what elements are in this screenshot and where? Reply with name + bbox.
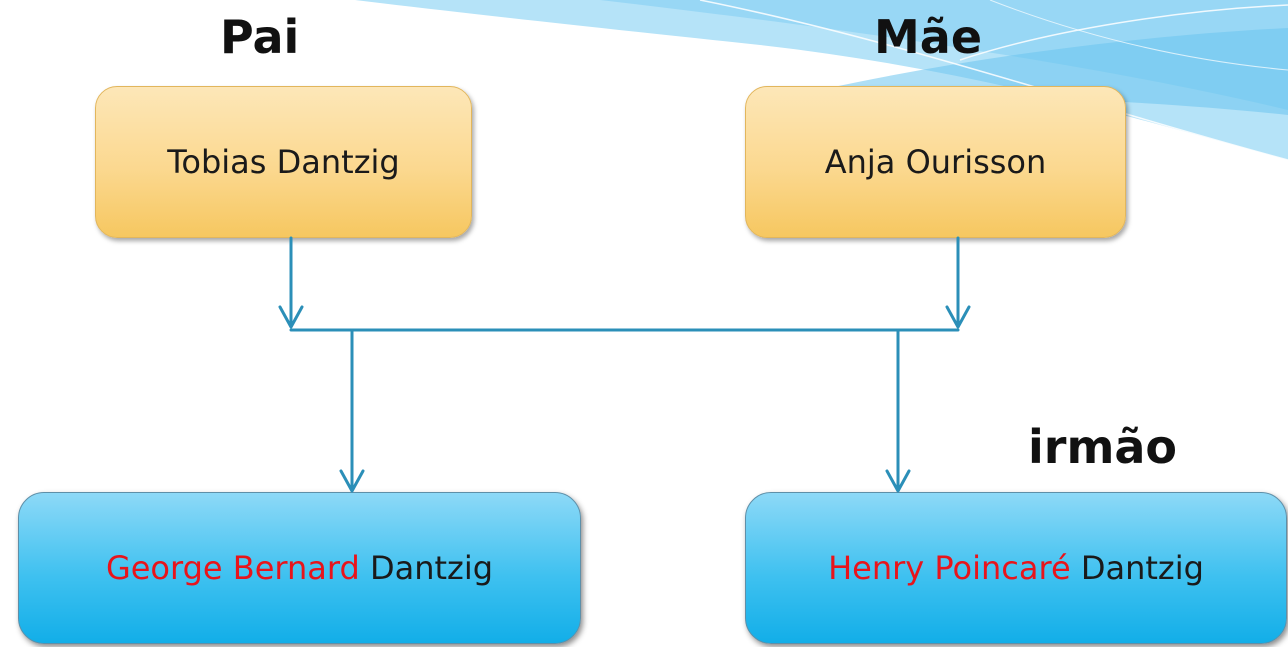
henry-given-name: Henry Poincaré	[828, 549, 1071, 587]
father-box: Tobias Dantzig	[95, 86, 472, 238]
mother-name: Anja Ourisson	[824, 143, 1047, 181]
mother-arrowhead	[945, 305, 971, 329]
henry-arrowhead	[885, 469, 911, 493]
george-surname: Dantzig	[369, 549, 494, 587]
father-label: Pai	[220, 10, 300, 64]
mother-box: Anja Ourisson	[745, 86, 1126, 238]
henry-name: Henry Poincaré Dantzig	[828, 549, 1204, 587]
george-box: George Bernard Dantzig	[18, 492, 581, 644]
henry-box: Henry Poincaré Dantzig	[745, 492, 1287, 644]
george-arrowhead	[339, 469, 365, 493]
george-given-name: George Bernard	[105, 549, 360, 587]
henry-surname: Dantzig	[1080, 549, 1204, 587]
father-name: Tobias Dantzig	[167, 143, 400, 181]
sibling-label: irmão	[1028, 420, 1178, 474]
george-name: George Bernard Dantzig	[106, 549, 493, 587]
father-arrowhead	[278, 305, 304, 329]
mother-label: Mãe	[874, 10, 983, 64]
